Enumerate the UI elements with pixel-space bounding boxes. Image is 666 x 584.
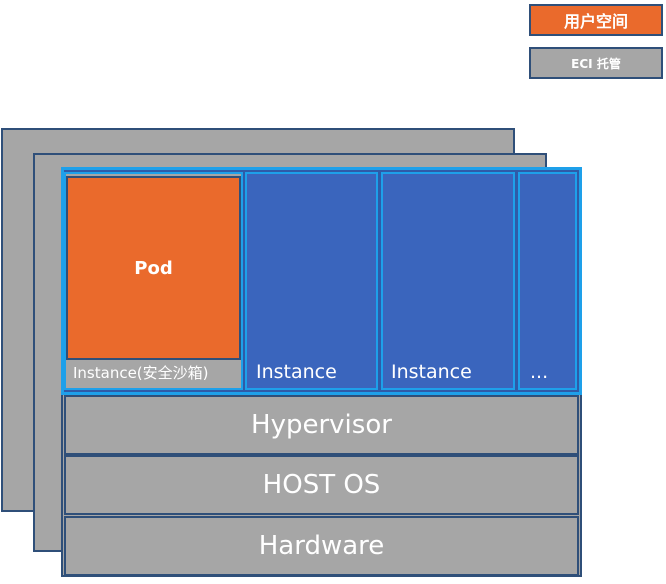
instance-more bbox=[518, 172, 577, 390]
layer-host-os: HOST OS bbox=[64, 455, 579, 515]
instance-2 bbox=[245, 172, 378, 390]
layer-hypervisor: Hypervisor bbox=[64, 395, 579, 455]
legend-user-space: 用户空间 bbox=[529, 4, 663, 36]
layer-hardware: Hardware bbox=[64, 516, 579, 576]
instance-sandbox-label: Instance(安全沙箱) bbox=[73, 364, 209, 382]
instance-3 bbox=[381, 172, 515, 390]
instance-more-label: ... bbox=[530, 361, 549, 383]
pod-box: Pod bbox=[66, 176, 241, 360]
instance-2-label: Instance bbox=[256, 361, 337, 383]
instance-3-label: Instance bbox=[391, 361, 472, 383]
legend-eci-managed: ECI 托管 bbox=[529, 47, 663, 79]
